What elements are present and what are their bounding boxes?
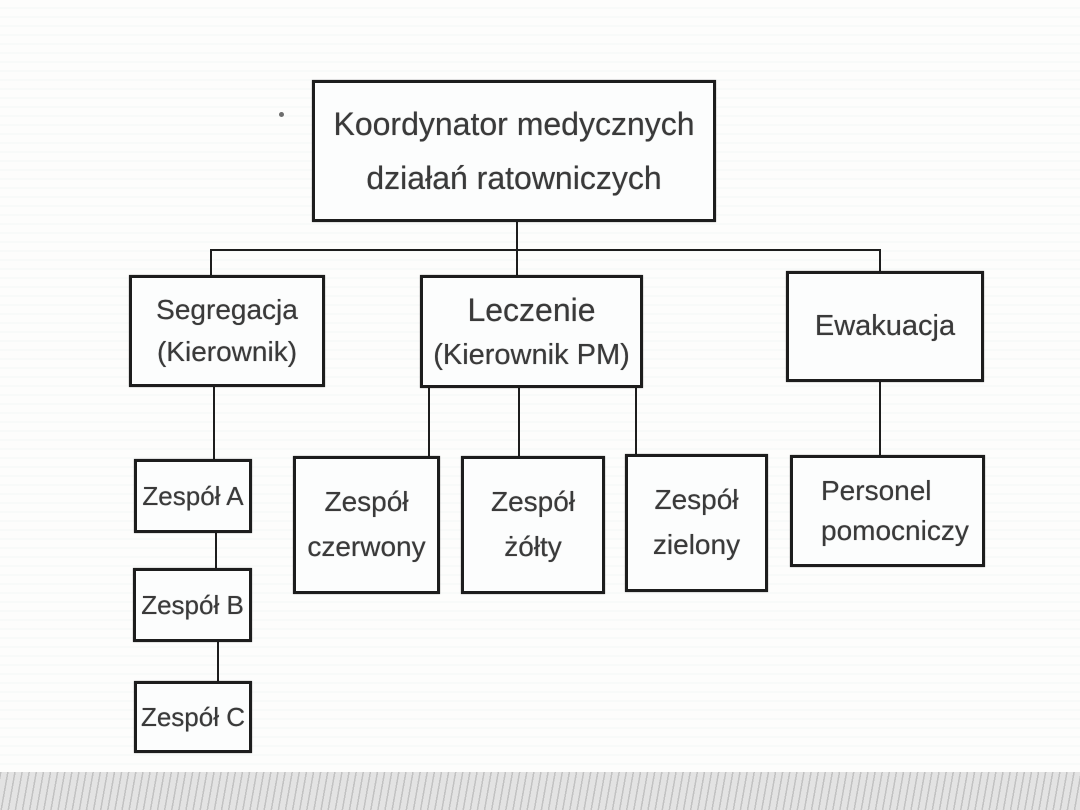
node-zespol-b: Zespół B xyxy=(133,568,252,642)
node-label-line: Zespół A xyxy=(142,480,244,511)
connector-leczenie-czerwony xyxy=(428,387,430,457)
node-label-line: Zespół B xyxy=(141,589,244,620)
node-label-line: działań ratowniczych xyxy=(366,160,662,196)
node-label-line: pomocniczy xyxy=(821,515,969,546)
node-label-line: Ewakuacja xyxy=(814,310,956,342)
node-label-line: Koordynator medycznych xyxy=(333,105,695,142)
connector-zespol-a-zespol-b xyxy=(215,532,217,569)
node-label-line: czerwony xyxy=(307,531,426,562)
node-zespol-zolty: Zespół żółty xyxy=(461,456,605,594)
connector-drop-ewakuacja xyxy=(879,249,881,272)
node-label-line: (Kierownik) xyxy=(156,336,298,367)
node-label-line: żółty xyxy=(504,531,562,562)
connector-horizontal-bar xyxy=(210,249,881,251)
node-label-line: Leczenie xyxy=(467,291,596,328)
scan-artifact-dot xyxy=(279,112,284,117)
node-zespol-zielony: Zespół zielony xyxy=(625,454,768,592)
node-leczenie: Leczenie (Kierownik PM) xyxy=(420,275,643,388)
connector-drop-segregacja xyxy=(210,249,212,276)
node-segregacja: Segregacja (Kierownik) xyxy=(129,275,325,387)
node-personel-pomocniczy: Personel pomocniczy xyxy=(790,455,985,567)
node-label-line: Zespół xyxy=(654,484,739,516)
node-koordynator: Koordynator medycznych działań ratownicz… xyxy=(312,80,716,222)
node-label-line: Segregacja xyxy=(156,294,298,325)
node-label-line: zielony xyxy=(652,529,741,560)
scan-footer-band xyxy=(0,772,1080,810)
connector-root-stub xyxy=(516,222,518,250)
connector-leczenie-zielony xyxy=(635,387,637,455)
node-label-line: (Kierownik PM) xyxy=(433,338,630,371)
node-label-line: Zespół C xyxy=(140,701,246,732)
node-label-line: Zespół xyxy=(324,486,409,518)
connector-leczenie-zolty xyxy=(518,387,520,457)
node-ewakuacja: Ewakuacja xyxy=(786,271,984,382)
connector-zespol-b-zespol-c xyxy=(217,641,219,682)
node-zespol-c: Zespół C xyxy=(134,681,252,753)
node-label-line: Zespół xyxy=(490,486,576,518)
connector-segregacja-zespol-a xyxy=(213,386,215,460)
connector-drop-leczenie xyxy=(516,249,518,276)
connector-ewakuacja-personel xyxy=(879,381,881,456)
node-zespol-czerwony: Zespół czerwony xyxy=(293,456,440,594)
node-zespol-a: Zespół A xyxy=(134,459,252,533)
node-label-line: Personel xyxy=(821,475,932,507)
